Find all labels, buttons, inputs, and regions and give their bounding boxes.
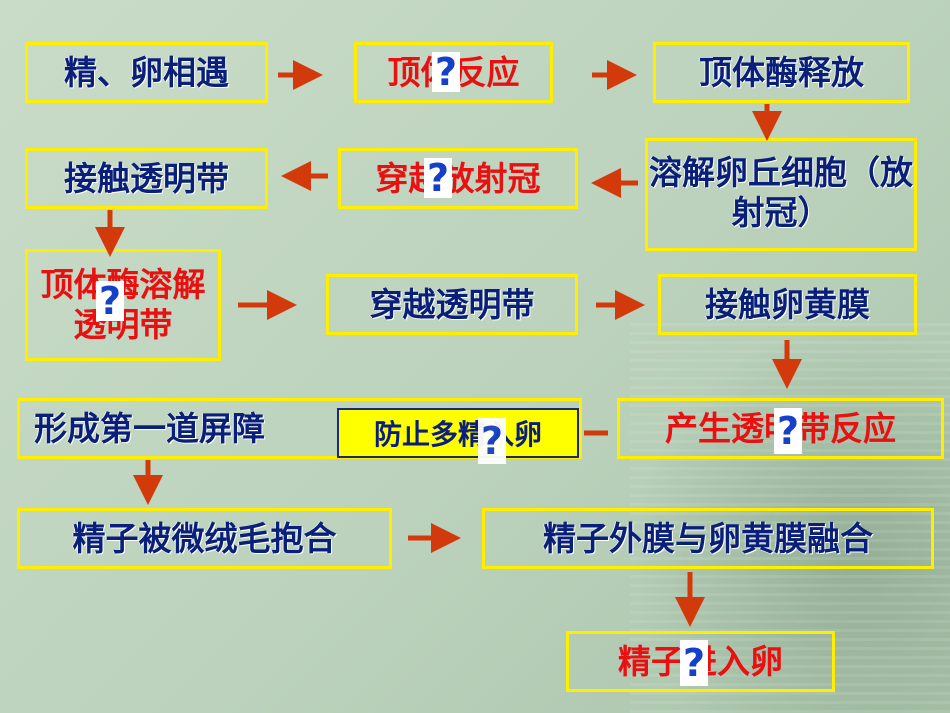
node-label: 穿越放射冠 bbox=[375, 158, 541, 198]
question-mark-icon: ? bbox=[424, 156, 452, 200]
node-label: 精子外膜与卵黄膜融合 bbox=[543, 518, 873, 558]
question-mark-icon: ? bbox=[96, 279, 124, 323]
node-contact-vitelline: 接触卵黄膜 bbox=[658, 274, 917, 335]
node-label: 形成第一道屏障 bbox=[34, 408, 265, 448]
node-label: 精、卵相遇 bbox=[64, 52, 229, 92]
question-mark-icon: ? bbox=[774, 408, 802, 454]
node-cross-zona: 穿越透明带 bbox=[326, 274, 578, 335]
node-label: 精子被微绒毛抱合 bbox=[72, 518, 337, 558]
node-first-barrier: 形成第一道屏障 bbox=[17, 398, 582, 459]
note-label: 防止多精入卵 bbox=[337, 408, 579, 458]
question-mark-icon: ? bbox=[680, 640, 708, 686]
node-label: 接触透明带 bbox=[64, 158, 229, 198]
node-label: 穿越透明带 bbox=[369, 284, 535, 324]
node-label: 溶解卵丘细胞（放射冠） bbox=[649, 153, 913, 232]
node-contact-zona: 接触透明带 bbox=[25, 148, 268, 209]
node-cross-corona: 穿越放射冠 bbox=[338, 148, 578, 209]
question-mark-icon: ? bbox=[478, 418, 506, 464]
node-microvilli-hold: 精子被微绒毛抱合 bbox=[17, 508, 392, 569]
node-acrosome-enzyme-release: 顶体酶释放 bbox=[653, 42, 910, 103]
node-dissolve-cumulus: 溶解卵丘细胞（放射冠） bbox=[645, 138, 917, 251]
node-label: 顶体酶释放 bbox=[699, 52, 864, 92]
node-label: 接触卵黄膜 bbox=[705, 284, 870, 324]
question-mark-icon: ? bbox=[432, 50, 460, 94]
node-sperm-egg-meet: 精、卵相遇 bbox=[25, 42, 268, 103]
node-membrane-fusion: 精子外膜与卵黄膜融合 bbox=[482, 508, 934, 569]
